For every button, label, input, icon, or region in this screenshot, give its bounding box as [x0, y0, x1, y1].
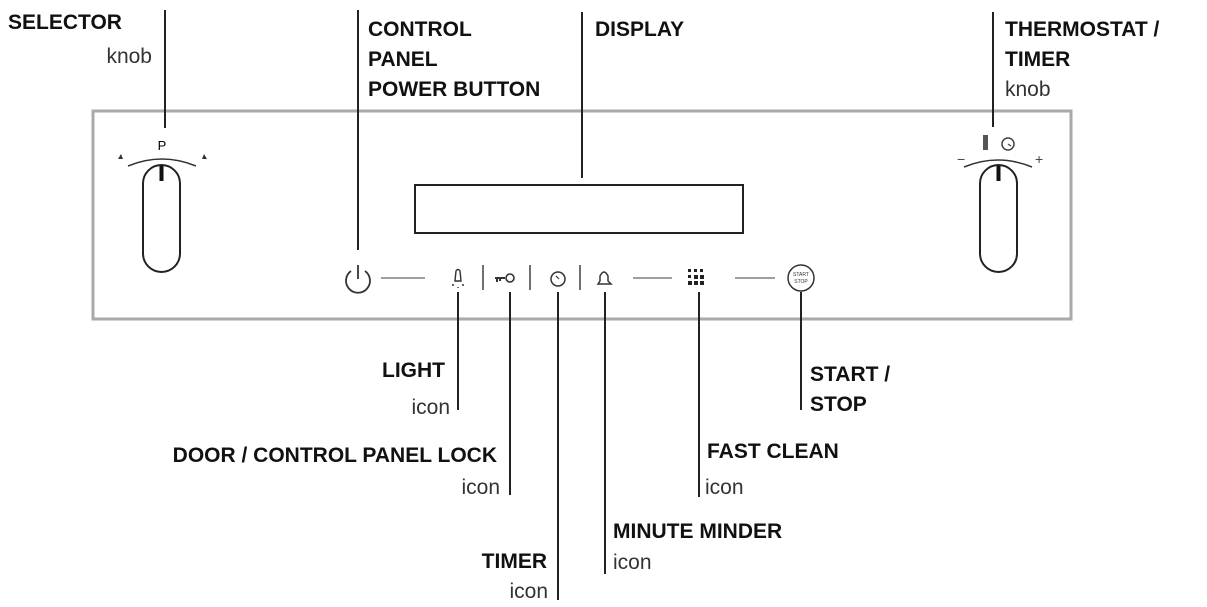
timer-button[interactable] — [550, 271, 566, 287]
fast-clean-button[interactable] — [688, 269, 704, 285]
fast-clean-sub: icon — [705, 476, 744, 499]
start-stop-button[interactable] — [787, 264, 815, 292]
power-label-2: PANEL — [368, 48, 438, 71]
selector-mark: P — [158, 138, 167, 153]
start-label: START — [793, 272, 809, 278]
selector-title: SELECTOR — [8, 11, 122, 34]
power-button[interactable] — [345, 265, 371, 294]
thermometer-icon — [983, 135, 988, 150]
lock-title: DOOR / CONTROL PANEL LOCK — [172, 444, 497, 467]
key-icon — [495, 277, 505, 282]
minute-minder-title: MINUTE MINDER — [613, 520, 783, 543]
power-label-1: CONTROL — [368, 18, 472, 41]
power-label-3: POWER BUTTON — [368, 78, 541, 101]
lock-button[interactable] — [495, 273, 515, 283]
minus-sign: − — [957, 151, 965, 167]
display-screen — [414, 184, 744, 234]
fast-clean-title: FAST CLEAN — [707, 440, 839, 463]
timer-sub: icon — [509, 580, 548, 603]
power-icon — [345, 270, 371, 294]
selector-knob[interactable]: P — [118, 138, 207, 273]
bell-icon — [596, 271, 613, 285]
leader-lines — [164, 10, 994, 600]
light-sub: icon — [411, 396, 450, 419]
timer-icon — [550, 271, 566, 287]
start-stop-icon — [787, 264, 815, 292]
light-title: LIGHT — [382, 359, 445, 382]
minute-minder-button[interactable] — [596, 271, 613, 285]
selector-sub: knob — [106, 45, 152, 68]
thermostat-knob[interactable]: − + — [957, 135, 1043, 273]
timer-title: TIMER — [481, 550, 547, 573]
clock-icon — [1001, 137, 1015, 151]
lock-sub: icon — [461, 476, 500, 499]
minute-minder-sub: icon — [613, 551, 652, 574]
thermostat-label-1: THERMOSTAT / — [1005, 18, 1160, 41]
display-label: DISPLAY — [595, 18, 685, 41]
start-stop-title-2: STOP — [810, 393, 867, 416]
light-icon — [454, 268, 462, 282]
light-button[interactable] — [452, 268, 464, 289]
thermostat-sub: knob — [1005, 78, 1051, 101]
thermostat-label-2: TIMER — [1005, 48, 1071, 71]
stop-label: STOP — [794, 279, 808, 285]
start-stop-title-1: START / — [810, 363, 891, 386]
plus-sign: + — [1035, 151, 1043, 167]
fast-clean-icon — [688, 269, 704, 285]
